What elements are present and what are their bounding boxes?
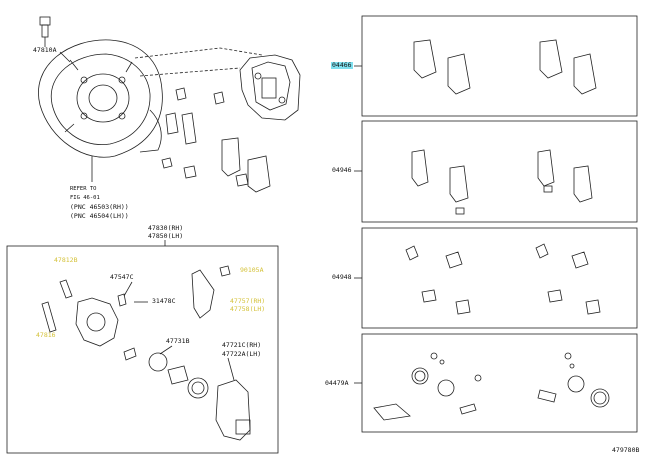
mounting-bracket bbox=[215, 379, 251, 441]
part-label-47722A: 47722A(LH) bbox=[222, 350, 262, 358]
pad-set-04466-right bbox=[539, 39, 597, 95]
caliper-body bbox=[75, 297, 119, 347]
yellow-label-b: 47816 bbox=[36, 331, 56, 339]
yellow-label-a: 47812B bbox=[54, 256, 78, 264]
kit-label-04479A[interactable]: 04479A bbox=[325, 379, 349, 387]
kit-box-04946 bbox=[361, 120, 638, 223]
kit-label-04948[interactable]: 04948 bbox=[332, 273, 352, 281]
part-label-47850: 47850(LH) bbox=[148, 232, 184, 240]
note-fig: FIG 46-01 bbox=[70, 195, 100, 201]
part-label-31478C: 31478C bbox=[152, 297, 176, 305]
part-label-47810A: 47810A bbox=[33, 46, 57, 54]
yellow-label-e: 47758(LH) bbox=[230, 305, 266, 313]
kit-label-04946[interactable]: 04946 bbox=[332, 166, 352, 174]
pnc-rh: (PNC 46503(RH)) bbox=[70, 203, 129, 211]
kit-box-04466 bbox=[361, 15, 638, 117]
pad-set-04466-left bbox=[413, 39, 471, 95]
kit-label-04466[interactable]: 04466 bbox=[331, 61, 353, 69]
bolt-47810A bbox=[39, 16, 51, 38]
part-label-47830: 47830(RH) bbox=[148, 224, 184, 232]
note-refer: REFER TO bbox=[70, 186, 97, 192]
pnc-lh: (PNC 46504(LH)) bbox=[70, 212, 129, 220]
part-label-47721C: 47721C(RH) bbox=[222, 341, 262, 349]
caliper-assembly-box bbox=[6, 245, 279, 454]
backing-plate bbox=[38, 39, 163, 158]
yellow-label-c: 90105A bbox=[240, 266, 264, 274]
part-label-47731B: 47731B bbox=[166, 337, 190, 345]
caliper-top bbox=[239, 54, 301, 121]
yellow-label-d: 47757(RH) bbox=[230, 297, 266, 305]
part-label-47547C: 47547C bbox=[110, 273, 134, 281]
diagram-footer-id: 479780B bbox=[612, 446, 640, 454]
